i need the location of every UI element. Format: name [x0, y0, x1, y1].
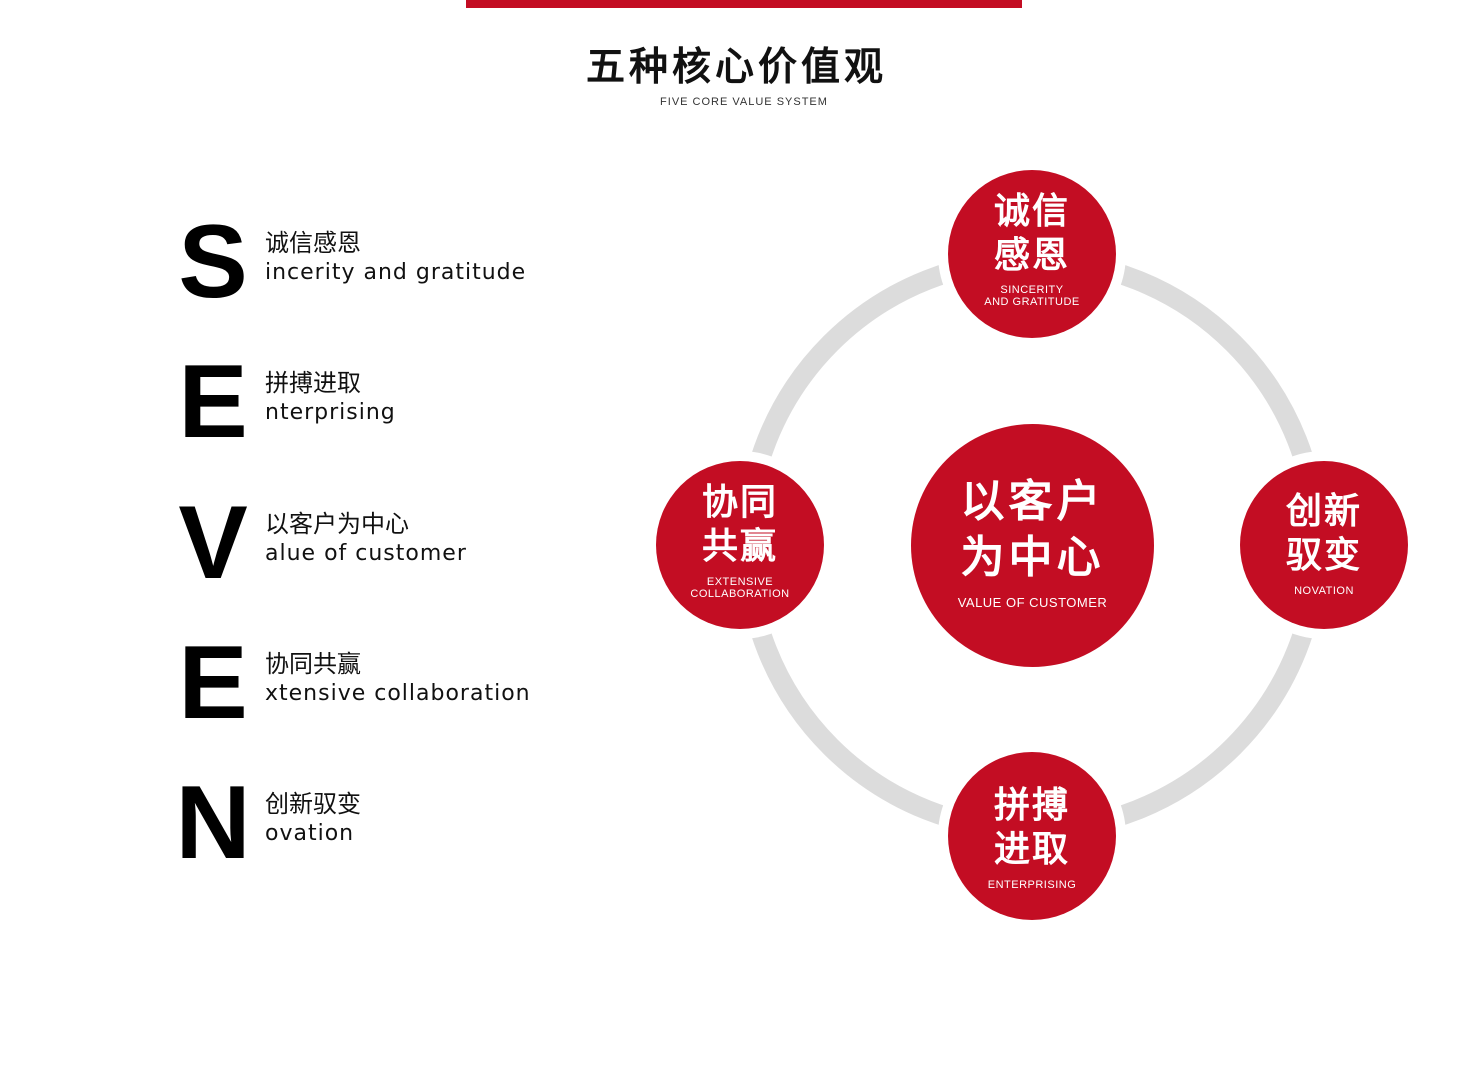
node-en-label: EXTENSIVE COLLABORATION — [690, 576, 790, 600]
node-cn-line2: 驭变 — [1285, 535, 1362, 576]
seven-cn-label: 创新驭变 — [265, 790, 361, 818]
seven-letter: E — [178, 344, 248, 460]
page-subtitle: FIVE CORE VALUE SYSTEM — [660, 96, 828, 108]
node-cn-line2: 共赢 — [701, 526, 778, 567]
seven-letter: V — [178, 485, 248, 601]
node-cn-line1: 协同 — [701, 482, 778, 523]
top-accent-bar — [466, 0, 1022, 8]
seven-en-label: xtensive collaboration — [265, 681, 531, 706]
seven-cn-label: 拼搏进取 — [265, 369, 361, 397]
seven-letter: S — [178, 204, 248, 320]
seven-item-extensive-collaboration: E 协同共赢 xtensive collaboration — [170, 625, 590, 741]
seven-cn-label: 以客户为中心 — [265, 510, 409, 538]
seven-letter: N — [175, 765, 251, 881]
node-cn-line2: 感恩 — [993, 235, 1070, 276]
node-enterprising: 拼搏 进取 ENTERPRISING — [948, 752, 1116, 920]
node-cn-line1: 创新 — [1285, 491, 1362, 532]
seven-item-value-of-customer: V 以客户为中心 alue of customer — [170, 485, 590, 601]
page-title: 五种核心价值观 — [585, 45, 887, 90]
seven-en-label: nterprising — [265, 400, 396, 425]
node-cn-line1: 以客户 — [960, 476, 1105, 527]
node-extensive-collaboration: 协同 共赢 EXTENSIVE COLLABORATION — [656, 461, 824, 629]
node-cn-line1: 拼搏 — [993, 785, 1070, 826]
node-cn-line1: 诚信 — [993, 191, 1070, 232]
seven-item-innovation: N 创新驭变 ovation — [170, 765, 590, 881]
node-innovation: 创新 驭变 NOVATION — [1240, 461, 1408, 629]
seven-cn-label: 诚信感恩 — [265, 229, 361, 257]
node-value-of-customer: 以客户 为中心 VALUE OF CUSTOMER — [911, 424, 1154, 667]
node-cn-line2: 为中心 — [960, 532, 1105, 583]
seven-item-sincerity: S 诚信感恩 incerity and gratitude — [170, 204, 590, 320]
node-cn-line2: 进取 — [993, 829, 1070, 870]
seven-en-label: incerity and gratitude — [265, 260, 527, 285]
seven-en-label: ovation — [265, 821, 355, 846]
node-en-label: SINCERITY AND GRATITUDE — [984, 284, 1080, 308]
node-sincerity: 诚信 感恩 SINCERITY AND GRATITUDE — [948, 170, 1116, 338]
seven-item-enterprising: E 拼搏进取 nterprising — [170, 344, 590, 460]
seven-letter: E — [178, 625, 248, 741]
seven-cn-label: 协同共赢 — [265, 650, 361, 678]
node-en-label: ENTERPRISING — [987, 879, 1077, 891]
node-en-label: NOVATION — [1294, 585, 1354, 597]
node-en-label: VALUE OF CUSTOMER — [957, 595, 1108, 610]
seven-en-label: alue of customer — [265, 541, 467, 566]
